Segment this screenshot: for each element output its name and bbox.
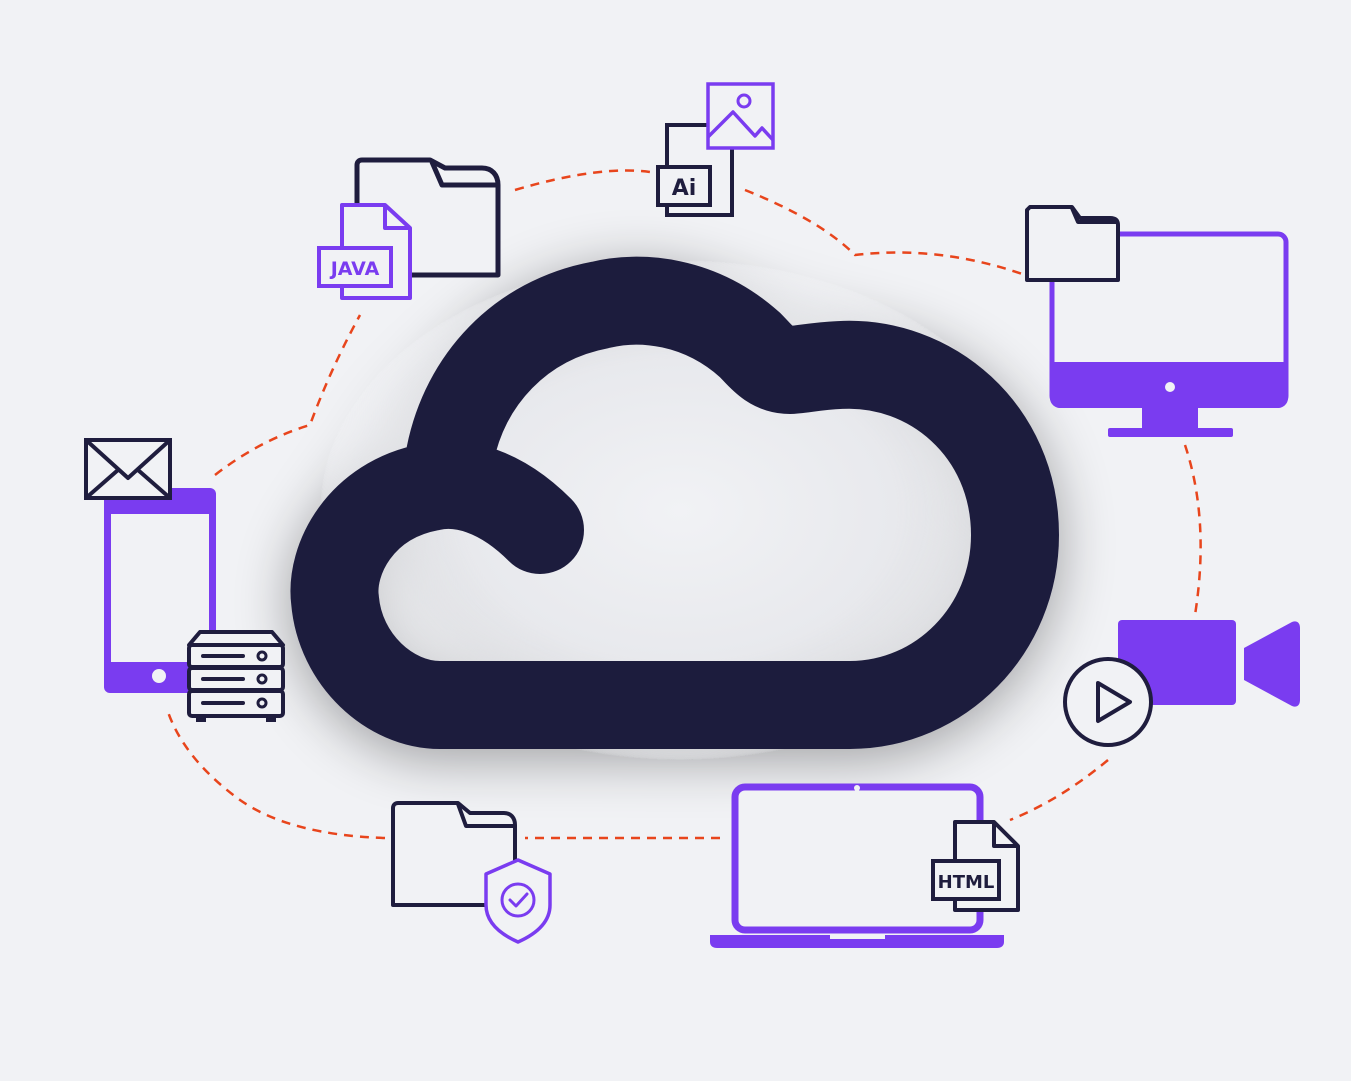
ai-image-file-icon: [656, 82, 775, 217]
play-icon: [1063, 657, 1153, 747]
secure-folder-icon: [391, 801, 552, 944]
connection-dashed-path: [166, 169, 1202, 840]
server-icon: [187, 630, 285, 722]
laptop-html-icon: [710, 783, 1020, 948]
smartphone-icon: [104, 488, 216, 693]
cloud-icon: [290, 256, 1059, 760]
desktop-folder-icon: [1025, 205, 1289, 437]
ai-label: Ai: [672, 176, 697, 201]
java-folder-icon: [317, 157, 501, 300]
mail-icon: [84, 438, 172, 500]
java-label: JAVA: [329, 258, 380, 280]
html-label: HTML: [938, 872, 995, 893]
